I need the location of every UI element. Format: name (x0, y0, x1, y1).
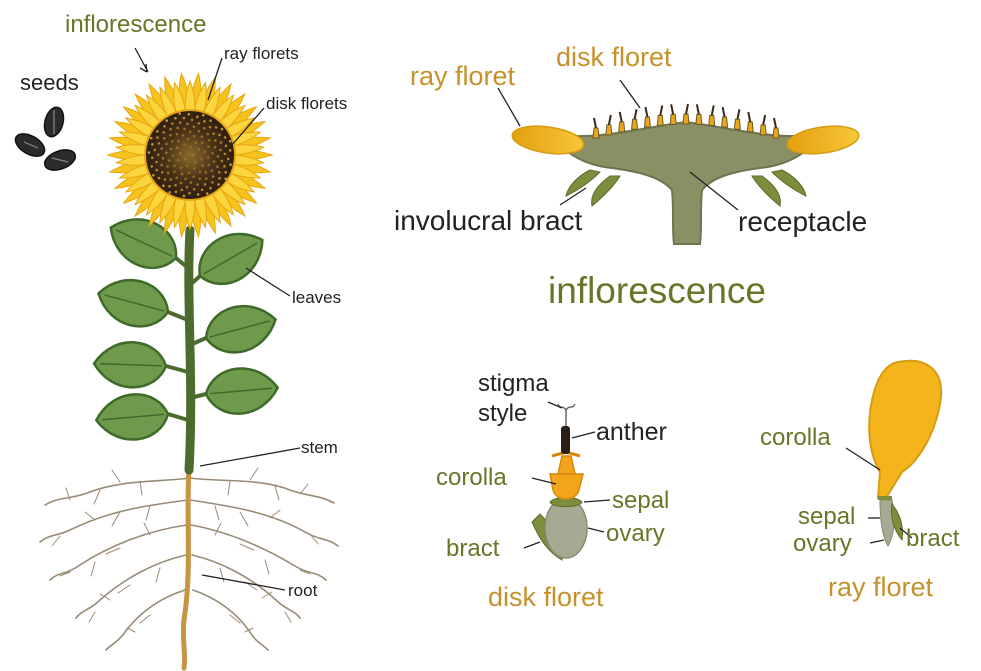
involucral-bract-label: involucral bract (394, 207, 582, 235)
disk-floret-title: disk floret (488, 584, 604, 611)
disk-sepal-label: sepal (612, 489, 669, 513)
disk-floret-icon (532, 404, 587, 560)
disk-corolla-label: corolla (436, 466, 507, 490)
root-label: root (288, 582, 317, 599)
style-label: style (478, 402, 527, 426)
inflorescence-label: inflorescence (65, 13, 206, 37)
stem-label: stem (301, 439, 338, 456)
stem-icon (189, 230, 191, 470)
ray-corolla-label: corolla (760, 426, 831, 450)
anther-label: anther (596, 420, 667, 445)
stigma-label: stigma (478, 372, 549, 396)
ray-bract-label: bract (906, 527, 959, 551)
receptacle-label: receptacle (738, 208, 867, 236)
disk-florets-label: disk florets (266, 95, 347, 112)
ray-sepal-label: sepal (798, 505, 855, 529)
seeds-label: seeds (20, 72, 79, 94)
disk-bract-label: bract (446, 537, 499, 561)
seed-icon (12, 105, 78, 174)
root-system-icon (40, 466, 338, 668)
ray-florets-label: ray florets (224, 45, 299, 62)
sunflower-head-icon (108, 73, 272, 236)
ray-floret-title: ray floret (828, 574, 933, 601)
ray-ovary-label: ovary (793, 532, 852, 556)
section-disk-floret-label: disk floret (556, 44, 672, 71)
leaves-label: leaves (292, 289, 341, 306)
section-ray-floret-label: ray floret (410, 63, 515, 90)
disk-ovary-label: ovary (606, 522, 665, 546)
section-title: inflorescence (548, 272, 766, 309)
